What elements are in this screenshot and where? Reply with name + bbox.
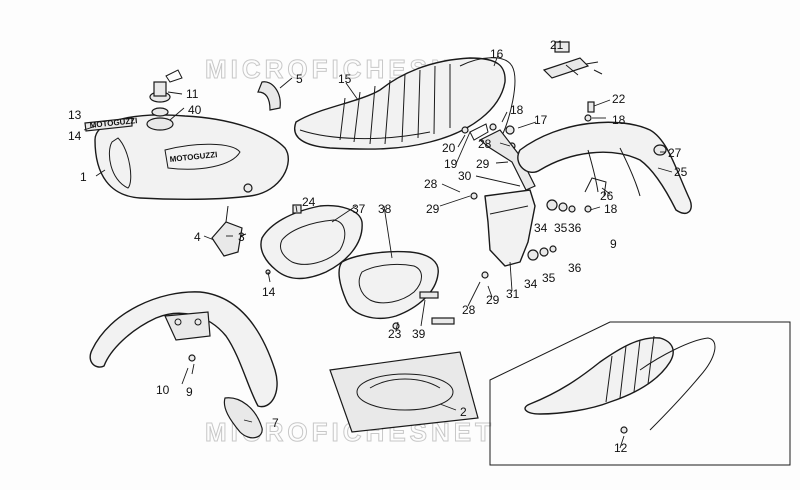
label-23: 23 <box>388 327 402 341</box>
label-18-b: 18 <box>612 113 626 127</box>
rear-support-bracket <box>584 177 607 197</box>
label-4: 4 <box>194 230 201 244</box>
left-side-cover <box>260 204 363 280</box>
label-10: 10 <box>156 383 170 397</box>
label-29-a: 29 <box>426 202 440 216</box>
label-28-c: 28 <box>462 303 476 317</box>
label-40: 40 <box>188 103 202 117</box>
label-12: 12 <box>614 441 628 455</box>
label-35-b: 35 <box>542 271 556 285</box>
fuel-tank: MOTOGUZZI <box>94 114 289 200</box>
support-arm <box>478 129 536 191</box>
label-20: 20 <box>442 141 456 155</box>
label-22: 22 <box>612 92 626 106</box>
label-27: 27 <box>668 146 682 160</box>
tank-emblem: MOTOGUZZI <box>84 116 138 132</box>
label-36-a: 36 <box>568 221 582 235</box>
tank-mount-bracket <box>211 183 253 257</box>
small-bracket <box>257 81 281 111</box>
label-11: 11 <box>186 87 199 101</box>
label-37: 37 <box>352 202 366 216</box>
seat <box>294 57 506 150</box>
label-21: 21 <box>550 38 564 52</box>
tool-box <box>484 189 536 267</box>
label-1: 1 <box>80 170 87 184</box>
label-29-c: 29 <box>486 293 500 307</box>
rubber-grommet <box>653 144 667 156</box>
label-19: 19 <box>444 157 458 171</box>
label-3: 3 <box>238 230 245 244</box>
label-28-b: 28 <box>478 137 492 151</box>
label-14-left: 14 <box>68 129 82 143</box>
washers-upper <box>546 199 592 213</box>
label-9-right: 9 <box>610 237 617 251</box>
label-18-a: 18 <box>510 103 524 117</box>
label-13: 13 <box>68 108 82 122</box>
label-29-b: 29 <box>476 157 490 171</box>
label-9-front: 9 <box>186 385 193 399</box>
label-28-a: 28 <box>424 177 438 191</box>
label-5: 5 <box>296 72 303 86</box>
label-17: 17 <box>534 113 548 127</box>
label-18-c: 18 <box>604 202 618 216</box>
label-15: 15 <box>338 72 352 86</box>
rear-grab-rail <box>459 57 516 141</box>
label-2: 2 <box>460 405 467 419</box>
fuel-cap <box>149 69 183 117</box>
rear-fender <box>517 121 692 214</box>
label-31: 31 <box>506 287 520 301</box>
leader-lines <box>83 54 673 449</box>
part-labels: 1 2 3 4 5 7 9 9 9 10 11 12 13 14 14 15 1… <box>68 38 688 455</box>
alt-seat-inset <box>489 321 791 466</box>
label-38: 38 <box>378 202 392 216</box>
decal-sheet <box>329 351 479 433</box>
label-26: 26 <box>600 189 614 203</box>
label-24: 24 <box>302 195 316 209</box>
label-34-a: 34 <box>534 221 548 235</box>
front-fender <box>89 291 278 439</box>
label-14-lower: 14 <box>262 285 276 299</box>
label-25: 25 <box>674 165 688 179</box>
label-34-b: 34 <box>524 277 538 291</box>
label-30: 30 <box>458 169 472 183</box>
seat-lock <box>542 41 603 79</box>
label-16: 16 <box>490 47 504 61</box>
label-39: 39 <box>412 327 426 341</box>
label-7: 7 <box>272 416 279 430</box>
label-36-b: 36 <box>568 261 582 275</box>
washers-lower <box>470 192 557 279</box>
label-35-a: 35 <box>554 221 568 235</box>
